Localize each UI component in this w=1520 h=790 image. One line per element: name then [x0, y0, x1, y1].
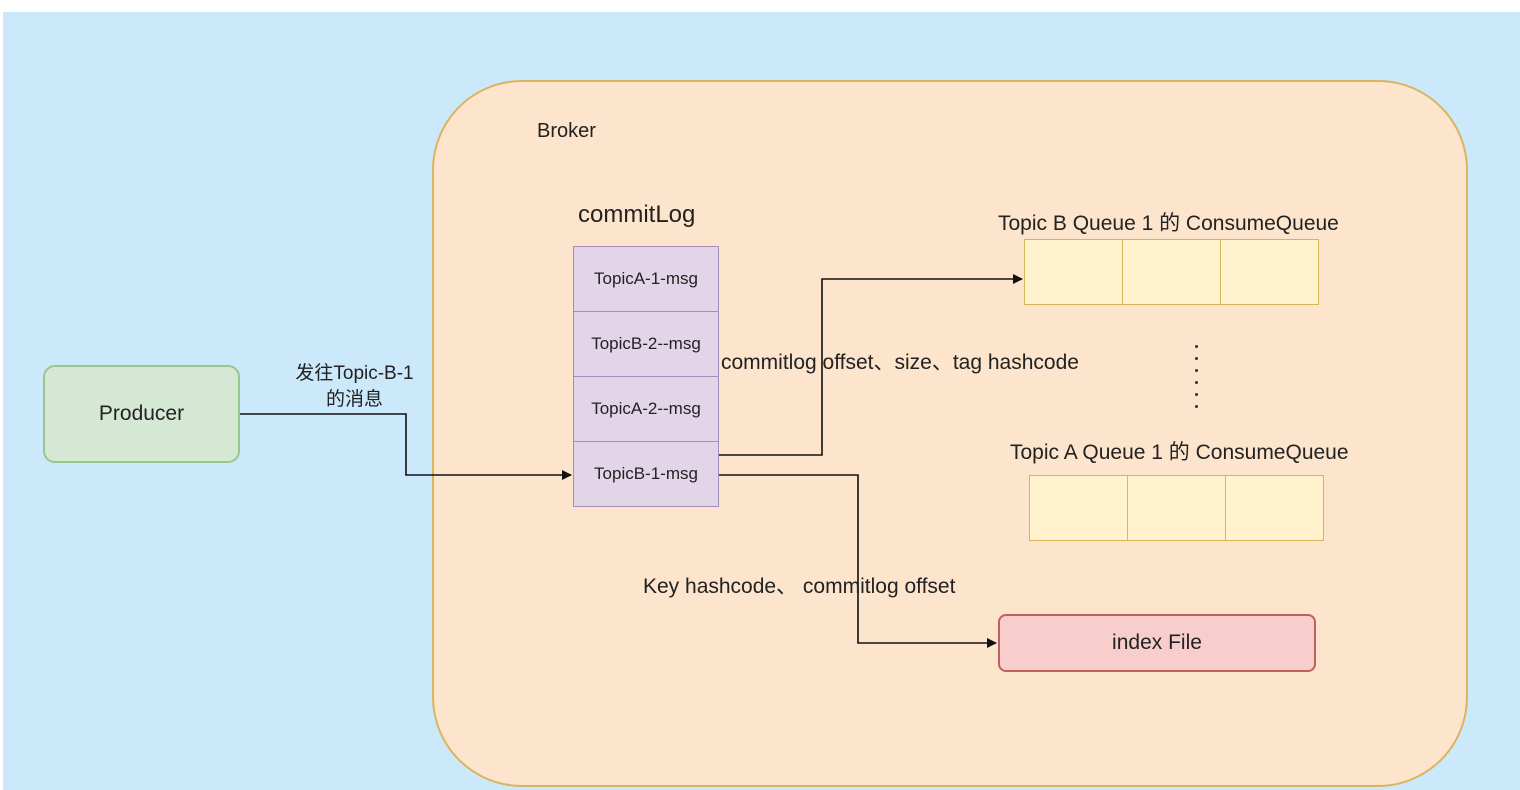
consume-queue-b-title: Topic B Queue 1 的 ConsumeQueue: [998, 212, 1339, 235]
index-file-node: index File: [998, 614, 1316, 672]
commitlog-cell-label: TopicB-2--msg: [591, 334, 701, 353]
commitlog-cell: TopicB-1-msg: [573, 441, 719, 507]
producer-node: Producer: [43, 365, 240, 463]
consume-queue-a-cell: [1127, 475, 1226, 541]
commitlog-cell: TopicA-2--msg: [573, 376, 719, 442]
index-file-label: index File: [1112, 631, 1202, 654]
commitlog-cell-label: TopicA-1-msg: [594, 269, 698, 288]
commitlog-cell: TopicB-2--msg: [573, 311, 719, 377]
commitlog-cell-label: TopicB-1-msg: [594, 464, 698, 483]
send-label-line2: 的消息: [325, 389, 383, 410]
commitlog-to-consumequeue-arrow: [719, 274, 1023, 456]
commitlog-cell: TopicA-1-msg: [573, 246, 719, 312]
consume-queue-edge-label: commitlog offset、size、tag hashcode: [721, 351, 1079, 374]
consume-queue-a-cell: [1029, 475, 1128, 541]
broker-label: Broker: [537, 120, 596, 142]
consume-queue-b-cell: [1220, 239, 1319, 305]
producer-to-commitlog-arrow: [240, 413, 572, 480]
consume-queue-b-cell: [1122, 239, 1221, 305]
commitlog-to-index-arrow: [719, 474, 997, 648]
send-message-label: 发往Topic-B-1 的消息: [282, 358, 427, 411]
consume-queue-a-title: Topic A Queue 1 的 ConsumeQueue: [1010, 441, 1349, 464]
index-edge-label: Key hashcode、 commitlog offset: [643, 575, 956, 598]
commitlog-cell-label: TopicA-2--msg: [591, 399, 701, 418]
send-label-line1: 发往Topic-B-1: [295, 363, 414, 384]
producer-label: Producer: [98, 402, 185, 425]
commitlog-title: commitLog: [578, 201, 696, 228]
consume-queue-a-cell: [1225, 475, 1324, 541]
ellipsis-dots: [1195, 345, 1199, 417]
